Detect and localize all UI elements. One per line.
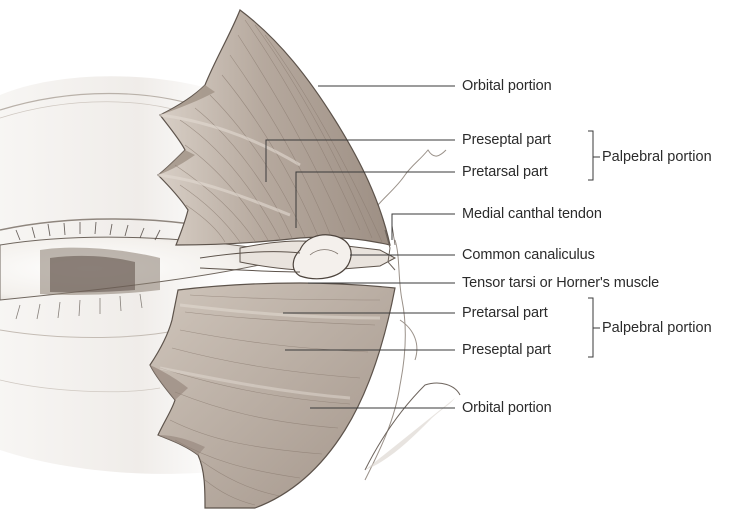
lower-muscle-fan (150, 283, 395, 508)
label-common-canaliculus: Common canaliculus (462, 247, 595, 263)
label-orbital-portion-upper: Orbital portion (462, 78, 552, 94)
bracket-lower (588, 298, 600, 357)
label-preseptal-part-upper: Preseptal part (462, 132, 551, 148)
leader-medial-tendon (392, 214, 455, 240)
label-palpebral-portion-lower: Palpebral portion (602, 320, 712, 336)
label-tensor-tarsi: Tensor tarsi or Horner's muscle (462, 275, 659, 291)
label-preseptal-part-lower: Preseptal part (462, 342, 551, 358)
label-pretarsal-part-upper: Pretarsal part (462, 164, 548, 180)
label-pretarsal-part-lower: Pretarsal part (462, 305, 548, 321)
label-medial-canthal-tendon: Medial canthal tendon (462, 206, 602, 222)
label-orbital-portion-lower: Orbital portion (462, 400, 552, 416)
upper-muscle-fan (158, 10, 390, 245)
label-palpebral-portion-upper: Palpebral portion (602, 149, 712, 165)
bracket-upper (588, 131, 600, 180)
